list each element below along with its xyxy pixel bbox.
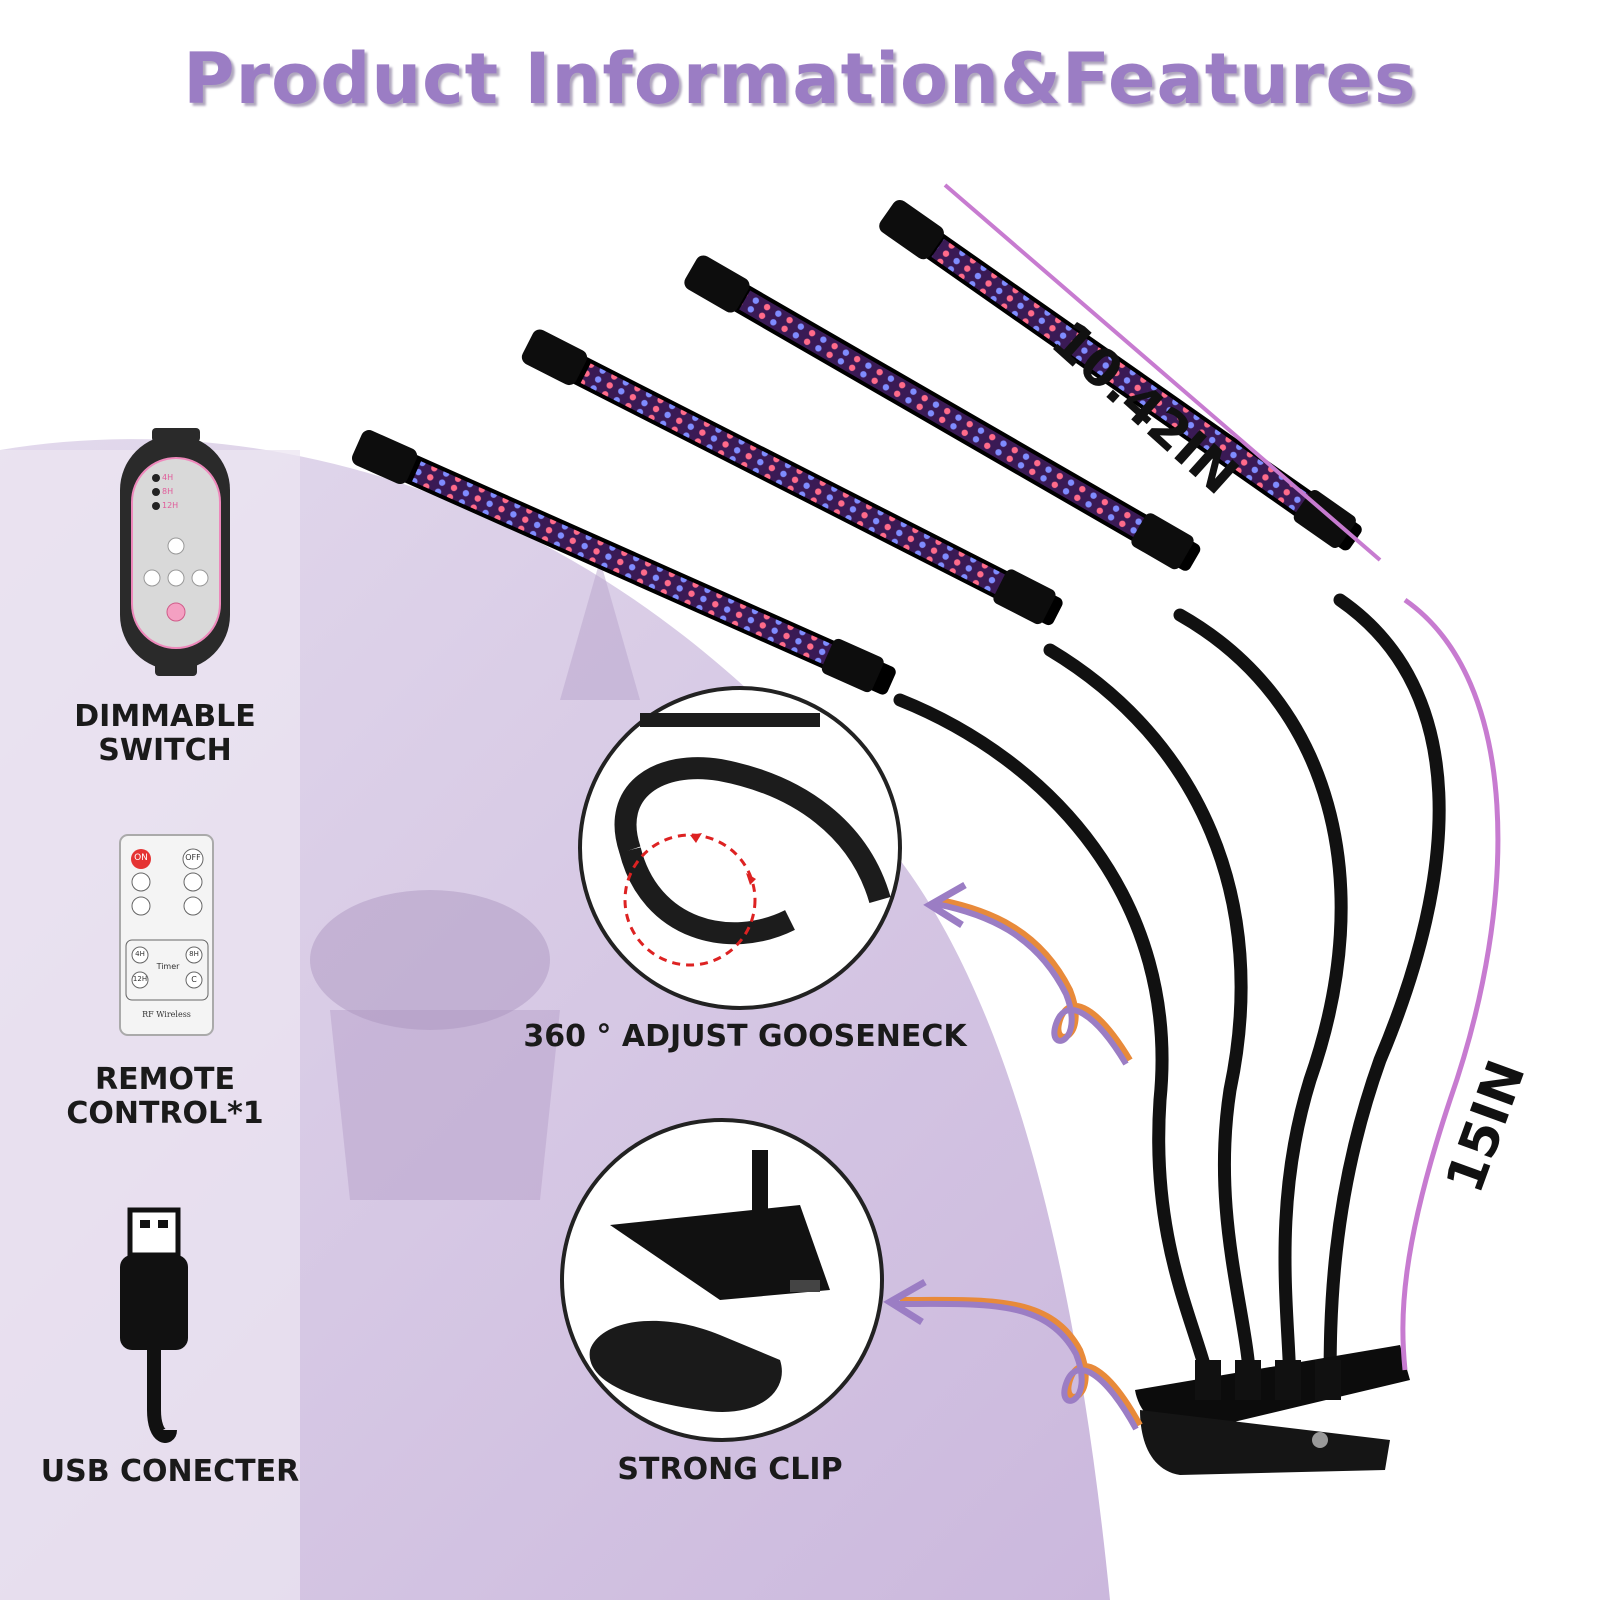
remote-on-button: ON [134,853,148,863]
dimmable-switch-label: DIMMABLE SWITCH [74,699,256,768]
gooseneck-1 [893,693,1217,1397]
light-bar-1 [351,430,896,695]
page-title: Product Information&Features [183,38,1417,120]
gooseneck-2 [1043,643,1257,1397]
remote-8h-button: 8H [189,950,199,958]
clip-detail-circle [560,1118,884,1442]
dimmable-switch-device [120,428,230,676]
clip-feature-label: STRONG CLIP [617,1452,843,1487]
remote-brand-label: RF Wireless [142,1010,191,1019]
switch-timer-12h: 12H [162,501,179,510]
remote-timer-label: Timer [156,962,180,971]
gooseneck-4 [1323,593,1446,1397]
arrow-to-gooseneck [923,881,1133,1066]
switch-timer-labels: 4H 8H 12H [162,471,178,513]
gooseneck-detail-circle [578,686,902,1010]
remote-control-label: REMOTE CONTROL*1 [66,1062,264,1131]
remote-control-device [119,834,214,1036]
switch-timer-4h: 4H [162,473,174,482]
switch-timer-8h: 8H [162,487,174,496]
remote-off-button: OFF [185,853,201,862]
light-bar-3 [684,255,1201,571]
remote-12h-button: 12H [132,975,148,983]
usb-connector [120,1207,188,1443]
dimension-line-bar [943,183,1382,562]
light-bar-4 [879,199,1362,551]
arrow-to-clip [883,1278,1143,1431]
remote-c-button: C [191,975,197,984]
dimension-line-gooseneck [1400,597,1501,1371]
usb-connector-label: USB CONECTER [40,1454,300,1489]
gooseneck-feature-label: 360 ° ADJUST GOOSENECK [523,1019,967,1054]
base-clip [1135,1345,1410,1475]
light-bar-2 [521,329,1063,626]
remote-4h-button: 4H [135,950,145,958]
gooseneck-3 [1173,608,1348,1397]
